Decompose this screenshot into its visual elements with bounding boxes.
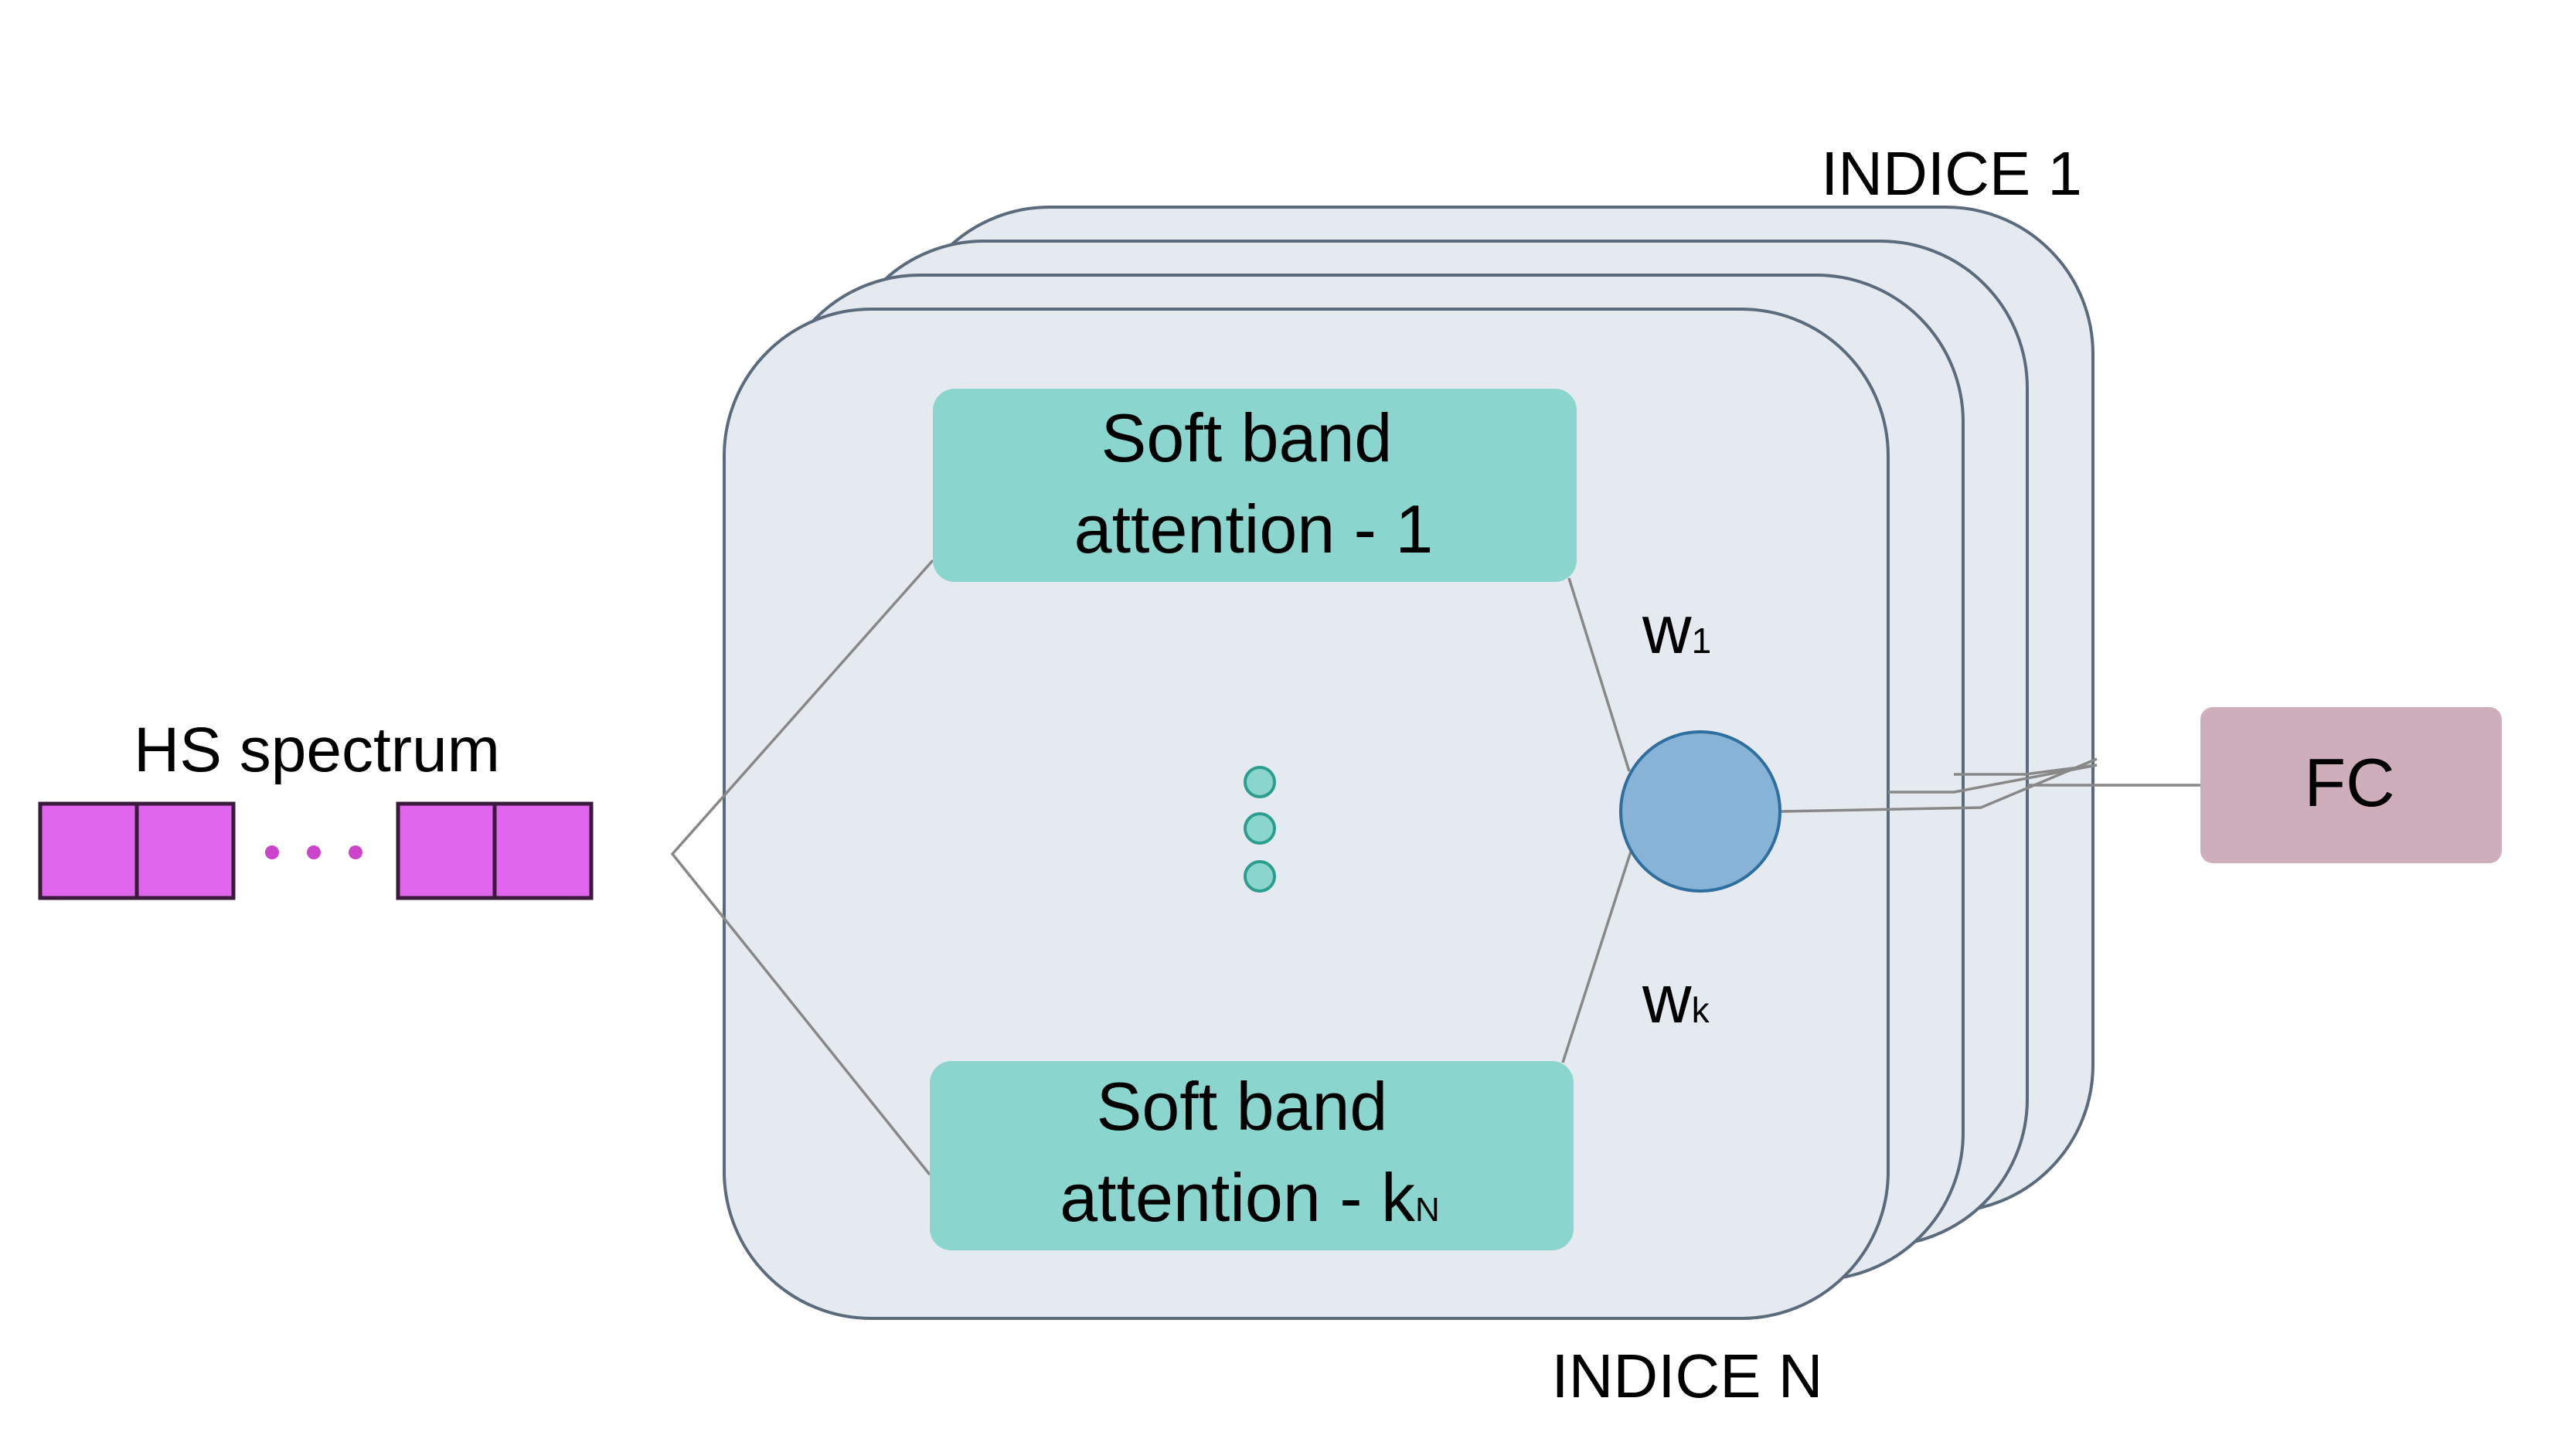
- soft-band-attention-k: Soft band attention - kN: [930, 1061, 1574, 1250]
- soft-band-attention-k-line1: Soft band: [1097, 1068, 1388, 1145]
- node-to-fc-connector-1: [1781, 757, 2098, 813]
- soft-band-attention-1: Soft band attention - 1: [933, 389, 1577, 582]
- weight-top-main: w: [1642, 591, 1692, 668]
- attention-ellipsis: [1244, 766, 1276, 893]
- weight-bottom-label: wk: [1642, 961, 1710, 1037]
- soft-band-attention-k-line2: attention - kN: [1060, 1159, 1440, 1236]
- soft-band-attention-1-box: [933, 389, 1577, 582]
- soft-band-attention-k-line2-sub: N: [1415, 1191, 1440, 1229]
- fc-layer: FC: [2200, 707, 2502, 863]
- attention-ellipsis-dot: [1244, 766, 1276, 798]
- weight-bottom-sub: k: [1692, 990, 1710, 1030]
- spectrum-cell: [38, 801, 139, 900]
- spectrum-ellipsis-dot: [307, 845, 321, 859]
- soft-band-attention-1-line1: Soft band: [1101, 400, 1393, 476]
- soft-band-attention-k-box: [930, 1061, 1574, 1250]
- aggregation-node: [1619, 730, 1781, 893]
- weight-top-sub: 1: [1692, 621, 1712, 661]
- indice-bottom-label: INDICE N: [1551, 1342, 1822, 1410]
- attention-top-to-node-connector: [1567, 577, 1631, 772]
- spectrum-cell: [134, 801, 236, 900]
- connectors: [670, 559, 2203, 1176]
- fc-box: [2200, 707, 2502, 863]
- indice-top-label: INDICE 1: [1821, 139, 2082, 208]
- input-split-connector: [670, 559, 934, 1176]
- soft-band-attention-1-line2: attention - 1: [1074, 491, 1434, 567]
- spectrum-cell: [492, 801, 594, 900]
- fc-label: FC: [2304, 744, 2394, 821]
- node-to-fc-connector-2: [1888, 764, 2098, 794]
- spectrum-ellipsis-dot: [265, 845, 279, 859]
- attention-ellipsis-dot: [1244, 812, 1276, 845]
- hs-spectrum-title: HS spectrum: [134, 715, 500, 785]
- weight-top-label: w1: [1642, 591, 1711, 668]
- soft-band-attention-k-line2-main: attention - k: [1060, 1159, 1416, 1236]
- spectrum-cell: [396, 801, 497, 900]
- attention-ellipsis-dot: [1244, 860, 1276, 893]
- node-to-fc-connector-3: [1954, 764, 2098, 776]
- weight-bottom-main: w: [1642, 961, 1692, 1037]
- spectrum-ellipsis-dot: [349, 845, 362, 859]
- attention-bottom-to-node-connector: [1561, 851, 1632, 1063]
- hs-spectrum-input: HS spectrum: [38, 715, 594, 900]
